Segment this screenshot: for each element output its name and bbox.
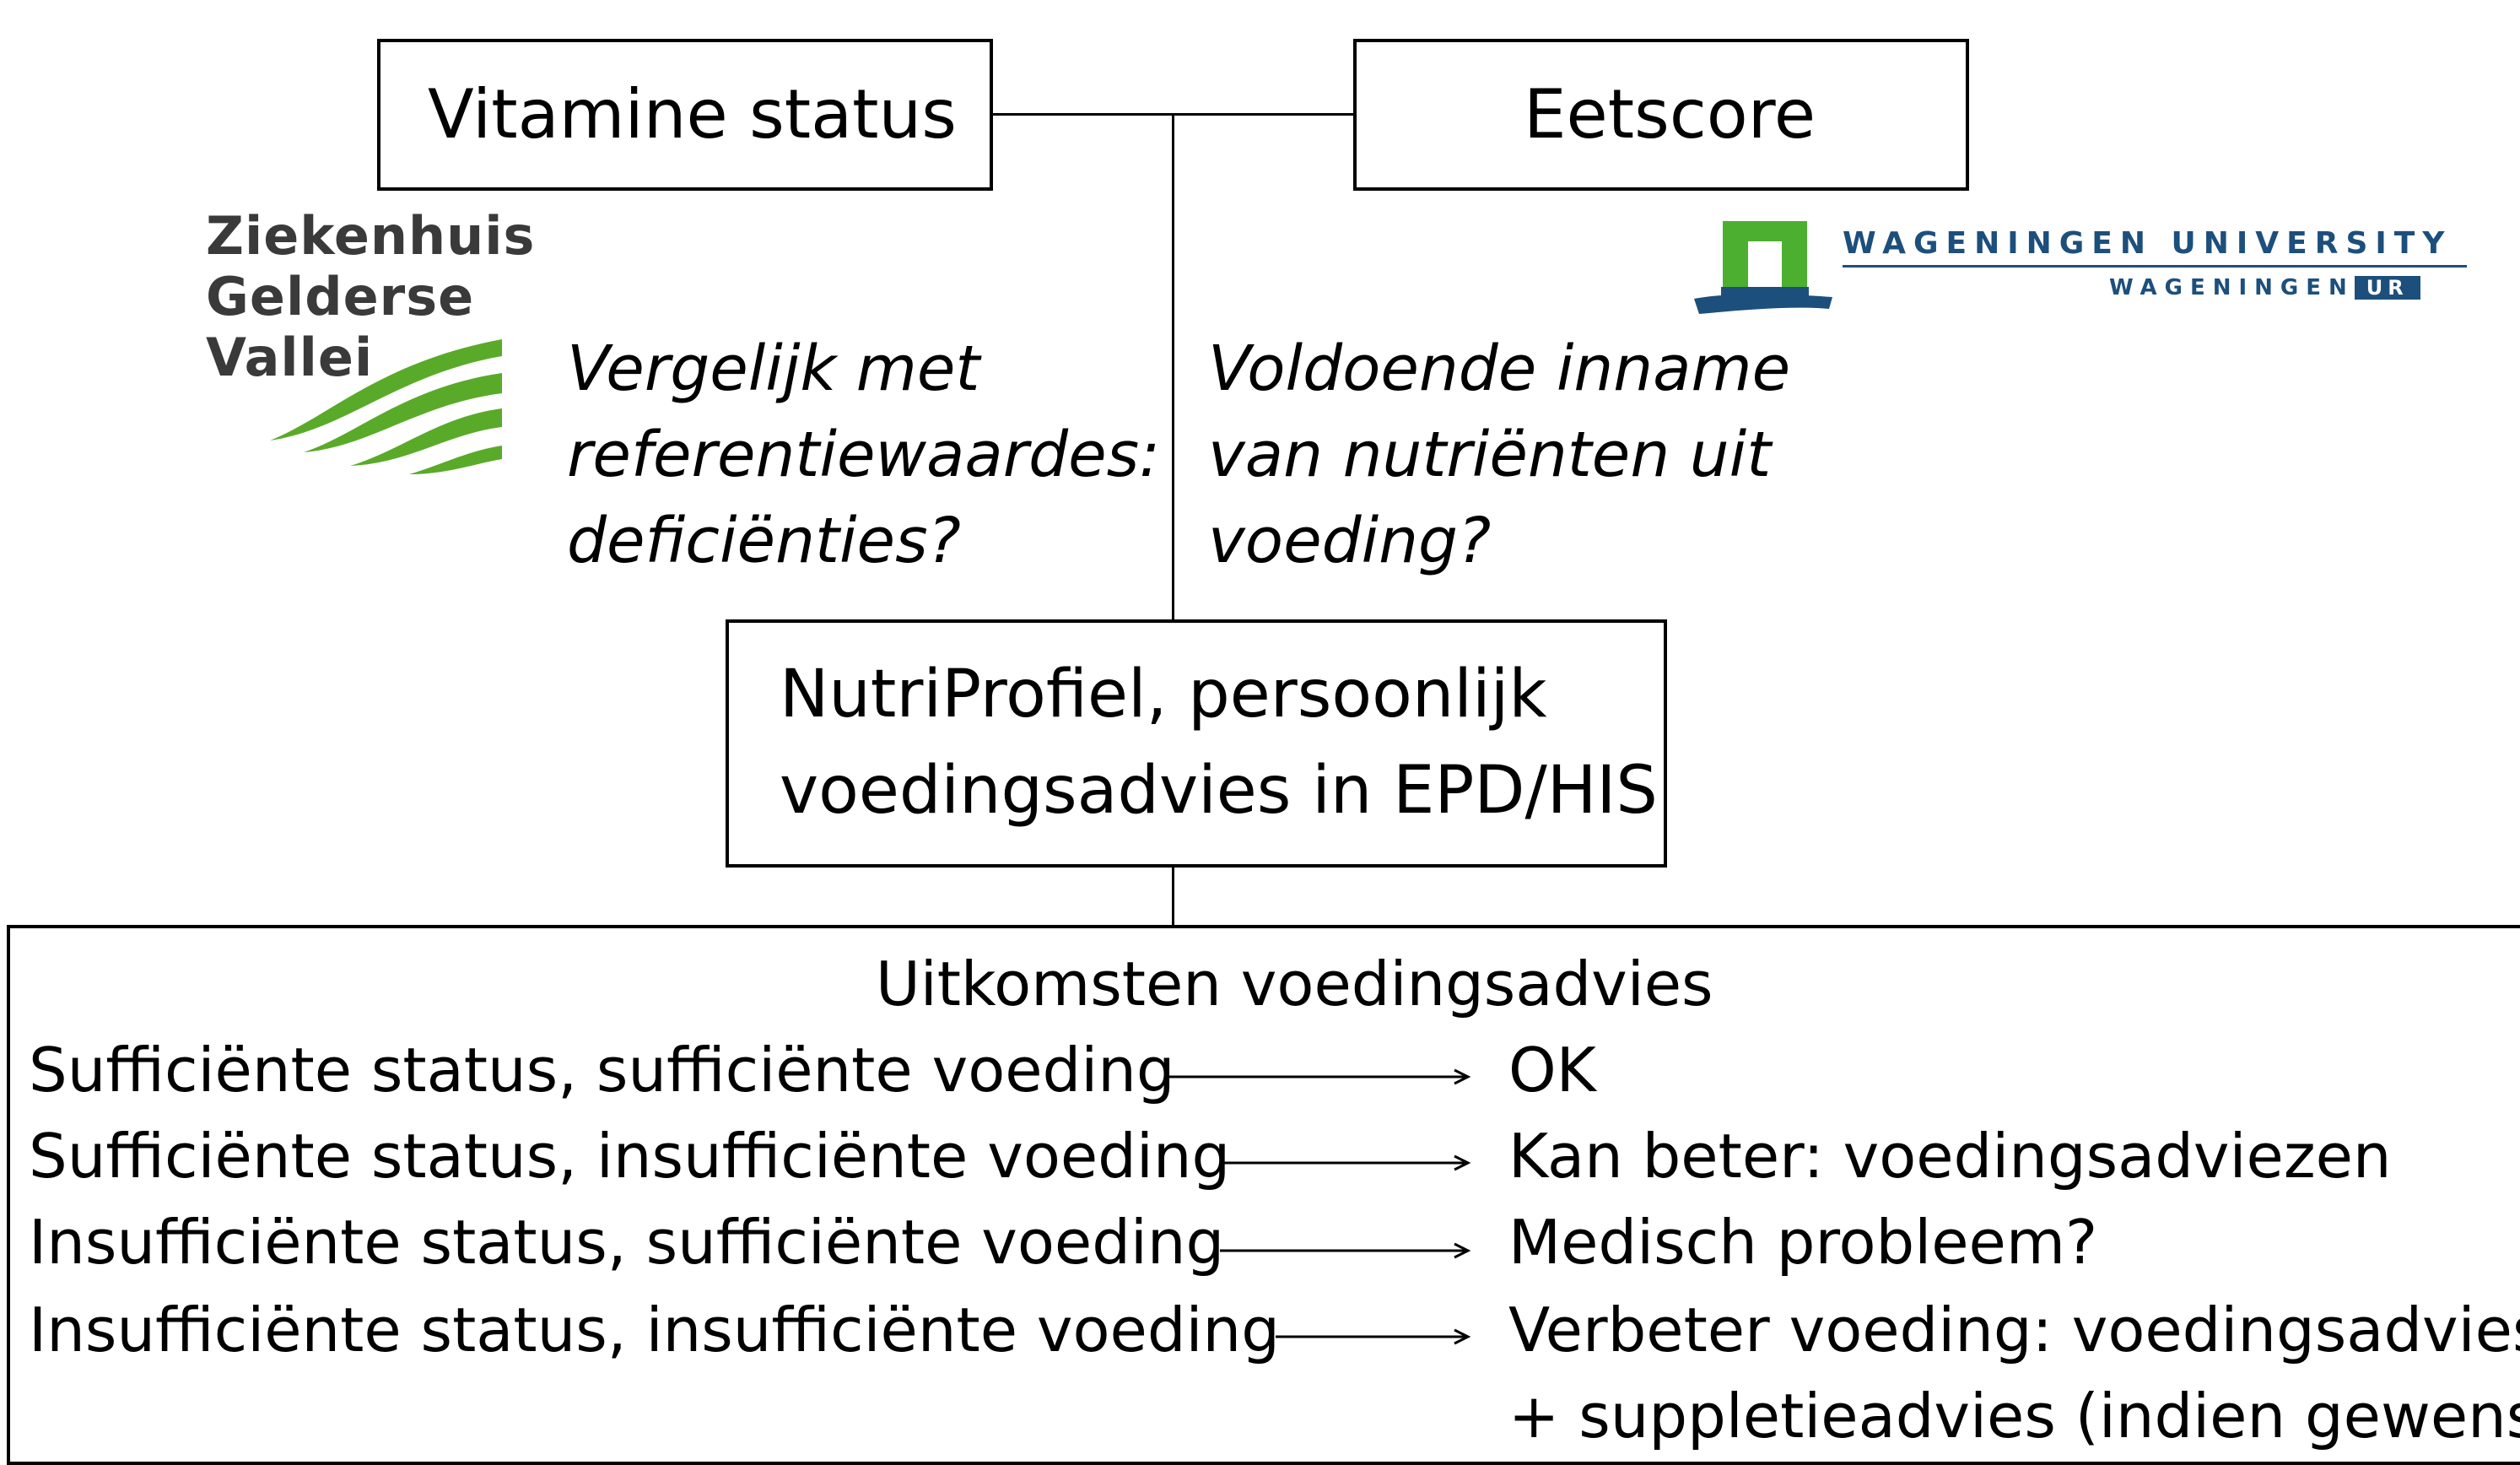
nutriprofiel-box: NutriProfiel, persoonlijk voedingsadvies… [726,619,1667,868]
vitamine-note: Vergelijk met referentiewaardes: deficië… [567,326,1160,584]
eetscore-note: Voldoende inname van nutriënten uit voed… [1208,326,1790,584]
outcome-condition-3: Insufficiënte status, sufficiënte voedin… [29,1207,1225,1278]
zgv-logo-line3: Vallei [206,327,374,388]
connector-vertical-bottom [1172,866,1174,928]
outcomes-title: Uitkomsten voedingsadvies [876,949,1713,1019]
outcome-result-1: OK [1508,1035,1596,1106]
eetscore-note-line2: van nutriënten uit [1208,419,1772,491]
outcomes-box: Uitkomsten voedingsadvies Sufficiënte st… [7,925,2520,1465]
outcome-result-4: Verbeter voeding: voedingsadvies [1508,1295,2520,1365]
zgv-logo: Ziekenhuis Gelderse Vallei [202,206,534,476]
outcome-arrows [1169,1068,1471,1345]
wageningen-rule [1843,265,2467,268]
eetscore-note-line1: Voldoende inname [1208,332,1791,405]
wageningen-ur-badge: UR [2354,276,2420,300]
vitamine-note-line1: Vergelijk met [567,332,980,405]
arrow-icon-3 [1220,1242,1471,1259]
eetscore-note-line3: voeding? [1208,505,1492,577]
zgv-waves-icon [270,339,502,474]
eetscore-label: Eetscore [1524,75,1816,154]
vitamine-status-label: Vitamine status [428,75,957,154]
outcome-condition-4: Insufficiënte status, insufficiënte voed… [29,1295,1280,1365]
vitamine-note-line3: deficiënties? [567,505,961,577]
zgv-logo-line1: Ziekenhuis [206,205,536,267]
arrow-icon-4 [1276,1328,1471,1345]
wageningen-emblem-icon [1694,221,1832,314]
vitamine-status-box: Vitamine status [377,39,993,191]
wageningen-ur-text: WAGENINGEN [2109,275,2355,300]
outcome-condition-2: Sufficiënte status, insufficiënte voedin… [29,1121,1231,1192]
nutriprofiel-line2: voedingsadvies in EPD/HIS [780,753,1658,829]
nutriprofiel-line1: NutriProfiel, persoonlijk [780,657,1547,732]
outcome-result-3: Medisch probleem? [1508,1207,2098,1278]
zgv-logo-line2: Gelderse [206,266,475,327]
vitamine-note-line2: referentiewaardes: [567,419,1161,491]
outcome-result-4-continuation: + suppletieadvies (indien gewenst) [1508,1381,2520,1451]
eetscore-box: Eetscore [1353,39,1969,191]
outcome-condition-1: Sufficiënte status, sufficiënte voeding [29,1035,1175,1106]
wageningen-university-text: WAGENINGEN UNIVERSITY [1843,226,2453,261]
outcome-result-2: Kan beter: voedingsadviezen [1508,1121,2392,1192]
connector-vertical-top [1172,113,1174,621]
arrow-icon-2 [1220,1154,1471,1171]
arrow-icon-1 [1169,1068,1471,1085]
